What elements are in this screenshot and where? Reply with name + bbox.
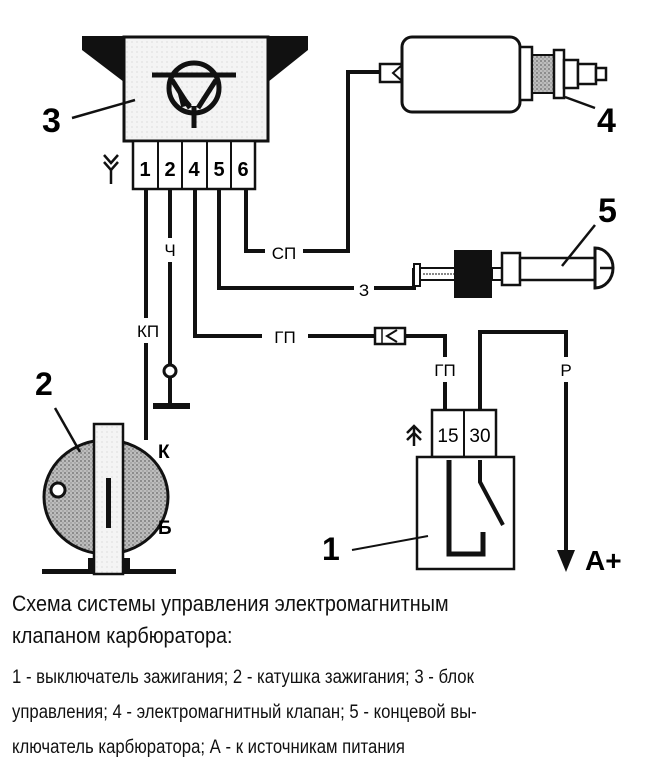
callout-5: 5 bbox=[598, 192, 617, 230]
wire-label-kp: КП bbox=[137, 322, 159, 341]
caption-legend-line: 1 - выключатель зажигания; 2 - катушка з… bbox=[12, 667, 474, 688]
switch-terminal-15: 15 bbox=[437, 426, 458, 447]
callout-1: 1 bbox=[322, 531, 340, 567]
wire-label-ch: Ч bbox=[164, 241, 175, 260]
wire-label-r: Р bbox=[560, 361, 571, 380]
transistor-icon bbox=[152, 60, 236, 128]
switch-terminal-30: 30 bbox=[469, 426, 490, 447]
caption-legend: 1 - выключатель зажигания; 2 - катушка з… bbox=[12, 660, 646, 765]
socket-connector-icon bbox=[406, 424, 422, 446]
wire-z-2 bbox=[374, 268, 416, 290]
wire-label-gp-2: ГП bbox=[434, 361, 455, 380]
caption-title-line: клапаном карбюратора: bbox=[12, 623, 233, 648]
caption-title: Схема системы управления электромагнитны… bbox=[12, 588, 597, 652]
callout-2: 2 bbox=[35, 366, 53, 402]
coil-terminal-b: Б bbox=[158, 518, 172, 539]
wiring-diagram: 1 2 4 5 6 3 bbox=[35, 35, 622, 576]
ground-terminal-icon bbox=[162, 363, 178, 379]
caption-title-line: Схема системы управления электромагнитны… bbox=[12, 591, 449, 616]
ignition-coil: 2 К Б bbox=[35, 366, 176, 576]
caption-legend-line: ключатель карбюратора; А - к источникам … bbox=[12, 737, 405, 758]
arrow-down-icon bbox=[557, 550, 575, 572]
solenoid-valve: 4 bbox=[378, 35, 616, 140]
wire-label-sp: СП bbox=[272, 244, 297, 263]
wire-z bbox=[217, 189, 354, 290]
pin-label: 1 bbox=[139, 159, 150, 181]
wire-gp bbox=[193, 189, 262, 338]
pin-label: 4 bbox=[188, 159, 200, 181]
wire-gp-3 bbox=[405, 334, 447, 357]
pin-label: 5 bbox=[213, 159, 224, 181]
caption-legend-line: управления; 4 - электромагнитный клапан;… bbox=[12, 702, 477, 723]
ignition-switch: 15 30 1 bbox=[322, 408, 516, 571]
pin-label: 2 bbox=[164, 159, 175, 181]
coil-terminal-k: К bbox=[158, 442, 170, 463]
inline-connector-icon bbox=[373, 326, 407, 346]
control-unit-connector bbox=[131, 139, 257, 191]
wire-r bbox=[478, 330, 568, 411]
wire-label-gp: ГП bbox=[274, 328, 295, 347]
control-unit: 1 2 4 5 6 3 bbox=[42, 35, 308, 191]
plug-connector-icon bbox=[103, 154, 119, 184]
wires bbox=[144, 70, 568, 555]
callout-4: 4 bbox=[597, 102, 616, 140]
wire-label-z: З bbox=[359, 281, 369, 300]
pin-label: 6 bbox=[237, 159, 248, 181]
limit-switch: 5 bbox=[413, 192, 617, 298]
control-unit-body bbox=[122, 35, 270, 143]
power-source-label: А+ bbox=[585, 545, 622, 576]
wire-sp bbox=[244, 189, 265, 253]
callout-3: 3 bbox=[42, 102, 61, 140]
wire-sp-2 bbox=[303, 70, 380, 253]
